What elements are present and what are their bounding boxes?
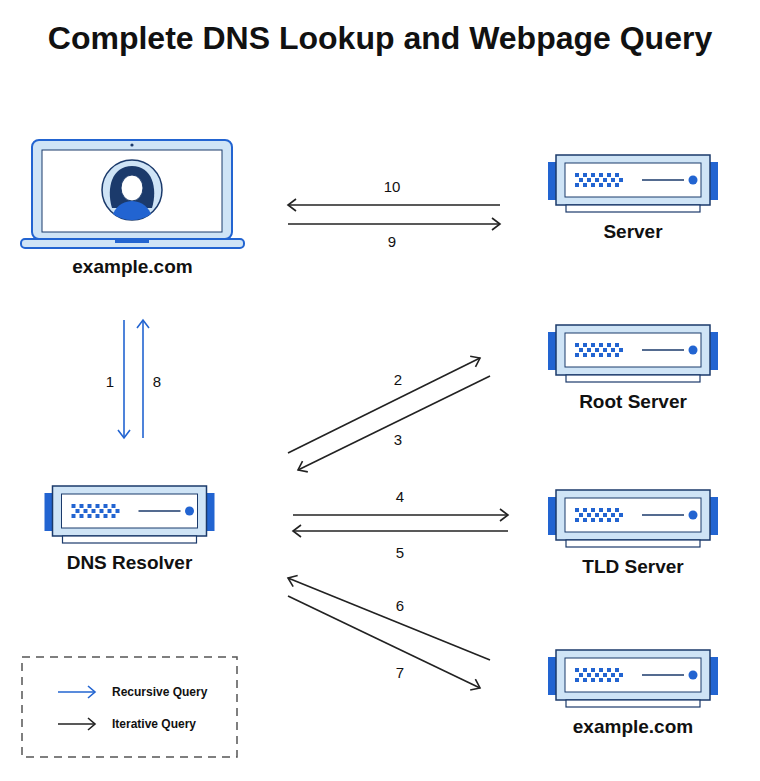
laptop-node: example.com — [20, 138, 245, 278]
iterative-query-arrow — [288, 204, 500, 206]
iterative-query-arrow — [288, 578, 490, 660]
node-label: Root Server — [579, 391, 687, 413]
step-number: 8 — [151, 373, 163, 391]
legend-label: Iterative Query — [112, 716, 196, 732]
node-label: example.com — [72, 256, 192, 278]
step-number: 9 — [386, 233, 398, 251]
server-icon — [548, 153, 718, 215]
step-number: 6 — [394, 597, 406, 615]
laptop-icon — [20, 138, 245, 250]
legend-recursive-sample — [58, 686, 95, 698]
step-number: 1 — [104, 373, 116, 391]
iterative-query-arrow — [293, 514, 508, 516]
step-number: 4 — [394, 488, 406, 506]
legend-border — [22, 657, 237, 757]
step-number: 10 — [382, 178, 403, 196]
step-number: 7 — [394, 664, 406, 682]
iterative-query-arrow — [293, 530, 508, 532]
node-label: TLD Server — [582, 556, 683, 578]
recursive-query-arrow — [123, 320, 125, 438]
server-node: Server — [548, 153, 718, 243]
step-number: 2 — [392, 371, 404, 389]
server-node: DNS Resolver — [42, 484, 217, 574]
node-label: DNS Resolver — [67, 552, 193, 574]
step-number: 3 — [392, 431, 404, 449]
diagram-title: Complete DNS Lookup and Webpage Query — [0, 20, 760, 57]
server-icon — [548, 323, 718, 385]
node-label: example.com — [573, 716, 693, 738]
recursive-query-arrow — [142, 320, 144, 438]
server-icon — [548, 648, 718, 710]
legend-label: Recursive Query — [112, 684, 207, 700]
iterative-query-arrow — [298, 376, 490, 470]
step-number: 5 — [394, 544, 406, 562]
node-label: Server — [603, 221, 662, 243]
server-node: TLD Server — [548, 488, 718, 578]
server-node: Root Server — [548, 323, 718, 413]
iterative-query-arrow — [288, 596, 480, 688]
iterative-query-arrow — [288, 358, 480, 453]
server-node: example.com — [548, 648, 718, 738]
server-icon — [42, 484, 217, 546]
server-icon — [548, 488, 718, 550]
legend-iterative-sample — [58, 718, 95, 730]
iterative-query-arrow — [288, 223, 500, 225]
